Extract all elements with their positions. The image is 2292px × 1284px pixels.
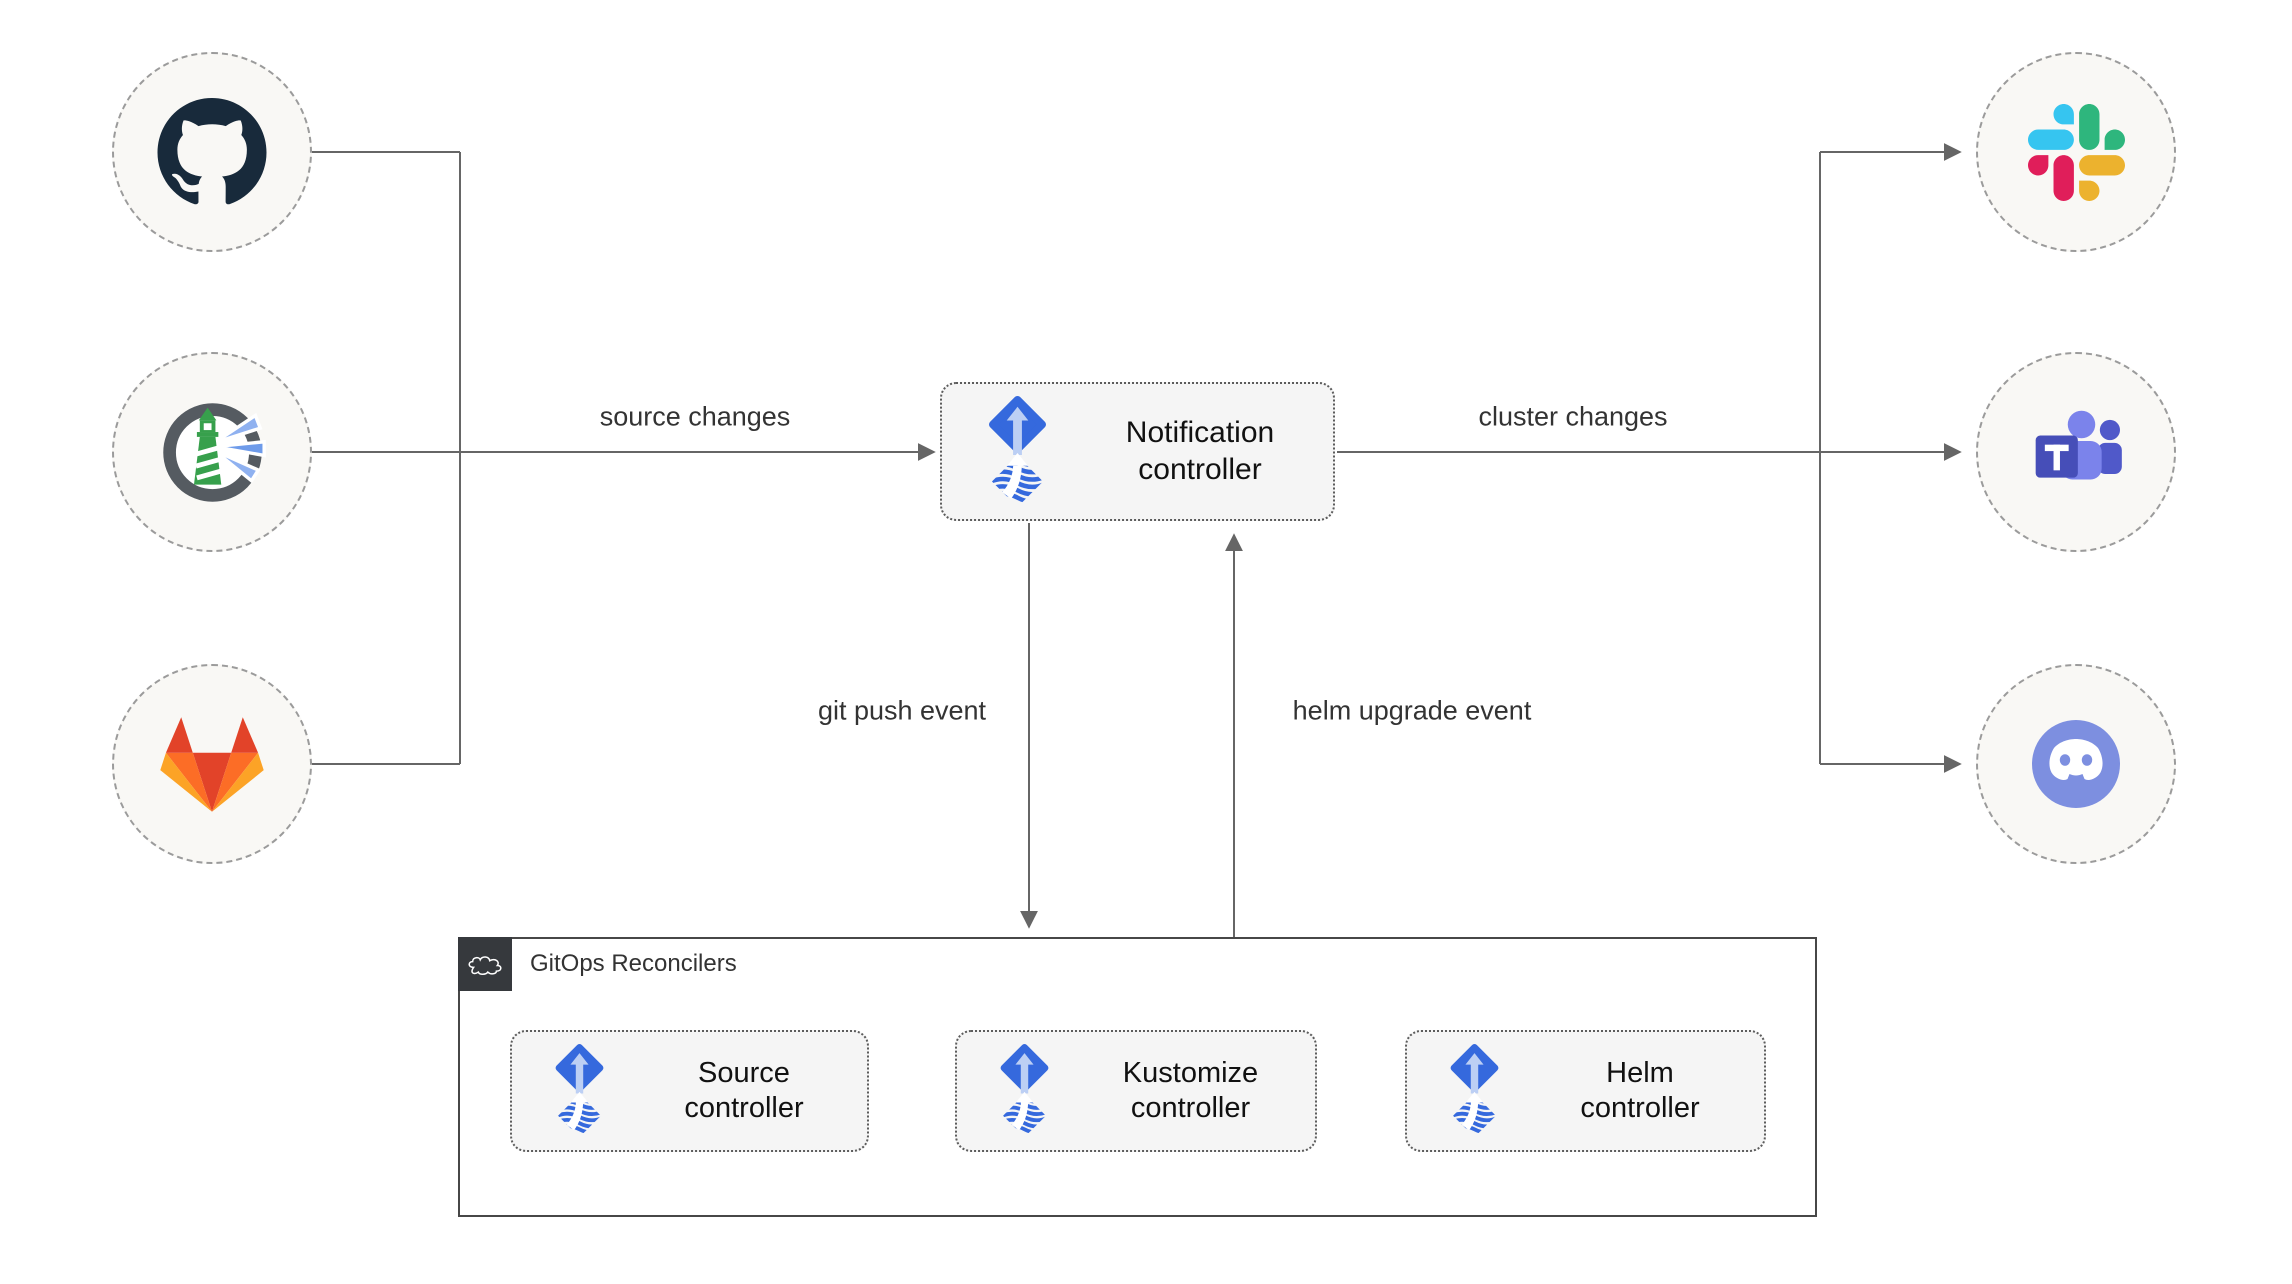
kustomize-controller-label: Kustomize controller <box>1122 1056 1259 1124</box>
node-notification-controller: Notification controller <box>940 382 1335 521</box>
node-slack <box>1976 52 2176 252</box>
node-discord <box>1976 664 2176 864</box>
helm-controller-label: Helm controller <box>1580 1056 1700 1124</box>
node-harbor <box>112 352 312 552</box>
node-gitlab <box>112 664 312 864</box>
flux-icon <box>538 1044 621 1138</box>
edge-label-helm-upgrade-event: helm upgrade event <box>1292 695 1532 726</box>
target-bus-line <box>1337 152 1821 764</box>
edge-label-source-changes: source changes <box>599 401 791 432</box>
flux-icon <box>983 1044 1066 1138</box>
harbor-icon <box>154 394 271 511</box>
notification-controller-label: Notification controller <box>1125 415 1275 486</box>
discord-icon <box>2016 704 2136 824</box>
github-icon <box>156 98 268 207</box>
edge-label-git-push-event: git push event <box>817 695 987 726</box>
microsoft-teams-icon <box>2021 397 2131 507</box>
flux-icon <box>968 396 1067 508</box>
node-github <box>112 52 312 252</box>
node-helm-controller: Helm controller <box>1405 1030 1766 1152</box>
source-controller-label: Source controller <box>684 1056 804 1124</box>
node-source-controller: Source controller <box>510 1030 869 1152</box>
node-kustomize-controller: Kustomize controller <box>955 1030 1317 1152</box>
slack-icon <box>2028 104 2125 201</box>
edge-label-cluster-changes: cluster changes <box>1478 401 1668 432</box>
gitops-reconcilers-group: GitOps Reconcilers Source controller Kus… <box>458 937 1817 1217</box>
cloud-badge <box>458 937 512 991</box>
flux-icon <box>1433 1044 1516 1138</box>
gitlab-icon <box>160 716 264 812</box>
node-teams <box>1976 352 2176 552</box>
cloud-icon <box>466 952 504 977</box>
source-bus-line <box>312 151 461 765</box>
gitops-reconcilers-title: GitOps Reconcilers <box>530 950 737 977</box>
